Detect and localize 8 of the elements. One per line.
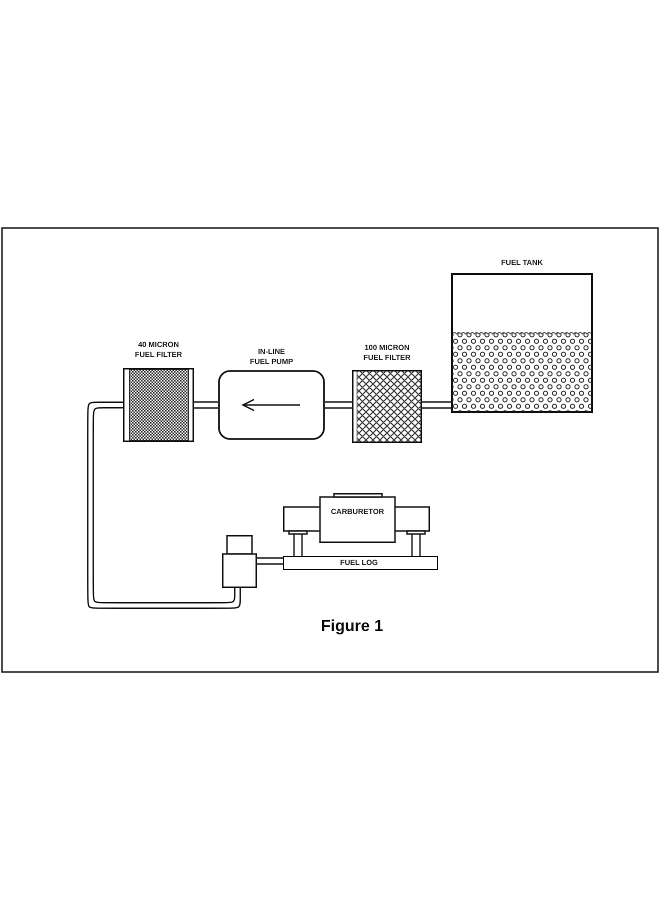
fuel-pipe — [421, 401, 452, 409]
fuel-pipe — [87, 402, 241, 609]
fuel-pipe — [324, 401, 353, 409]
pipe-fitting — [222, 535, 257, 588]
fuel-pipe — [256, 557, 284, 565]
fuel-pipe — [193, 401, 219, 409]
figure-caption: Figure 1 — [320, 618, 384, 636]
fuel-log-rail — [283, 556, 438, 570]
